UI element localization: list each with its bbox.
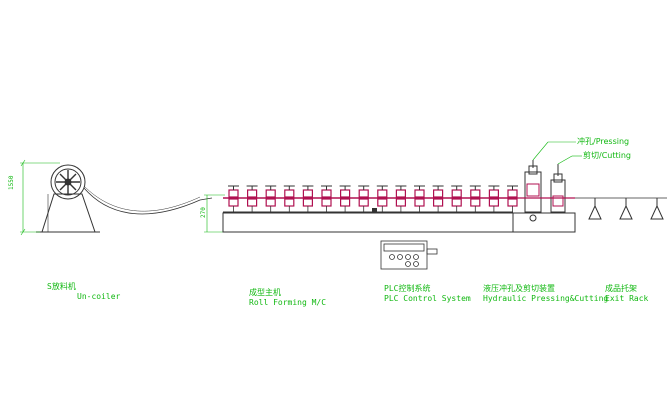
plc-control-box (380, 240, 438, 270)
cutting-callout: 剪切/Cutting (583, 151, 631, 160)
mill-height-dimension (204, 194, 225, 233)
roll-forming-label-cn: 成型主机 (249, 288, 281, 297)
coiler-height-value: 1550 (8, 175, 15, 190)
roll-forming-machine (222, 185, 518, 233)
forming-station (246, 185, 258, 212)
press-cut-label-en: Hydraulic Pressing&Cutting (483, 294, 609, 303)
forming-station (302, 185, 314, 212)
coiler-height-dimension (20, 159, 60, 236)
forming-station (339, 185, 351, 212)
forming-station (451, 185, 463, 212)
callout-leaders (532, 141, 582, 165)
forming-station (283, 185, 295, 212)
exit-rack (575, 197, 667, 220)
forming-station (469, 185, 481, 212)
forming-station (376, 185, 388, 212)
forming-station (507, 185, 518, 212)
exit-rack-label-cn: 成品托架 (605, 284, 637, 293)
uncoiler-label-cn: S放料机 (47, 282, 76, 291)
steel-strip (83, 187, 213, 215)
pressing-callout: 冲孔/Pressing (577, 137, 630, 146)
forming-station (358, 185, 370, 212)
uncoiler-label-en: Un-coiler (77, 292, 121, 301)
exit-rack-label-en: Exit Rack (605, 294, 649, 303)
forming-station (265, 185, 277, 212)
forming-station (488, 185, 500, 212)
forming-station (432, 185, 444, 212)
forming-station (228, 185, 239, 212)
plc-label-cn: PLC控制系统 (384, 284, 431, 293)
hydraulic-press-cutting (512, 160, 576, 233)
plc-label-en: PLC Control System (384, 294, 471, 303)
mill-height-value: 270 (200, 207, 207, 218)
forming-station (395, 185, 407, 212)
press-cut-label-cn: 液压冲孔及剪切装置 (483, 284, 555, 293)
forming-station (414, 185, 425, 212)
uncoiler-drawing (36, 164, 100, 233)
roll-forming-label-en: Roll Forming M/C (249, 298, 327, 307)
forming-station (321, 185, 332, 212)
